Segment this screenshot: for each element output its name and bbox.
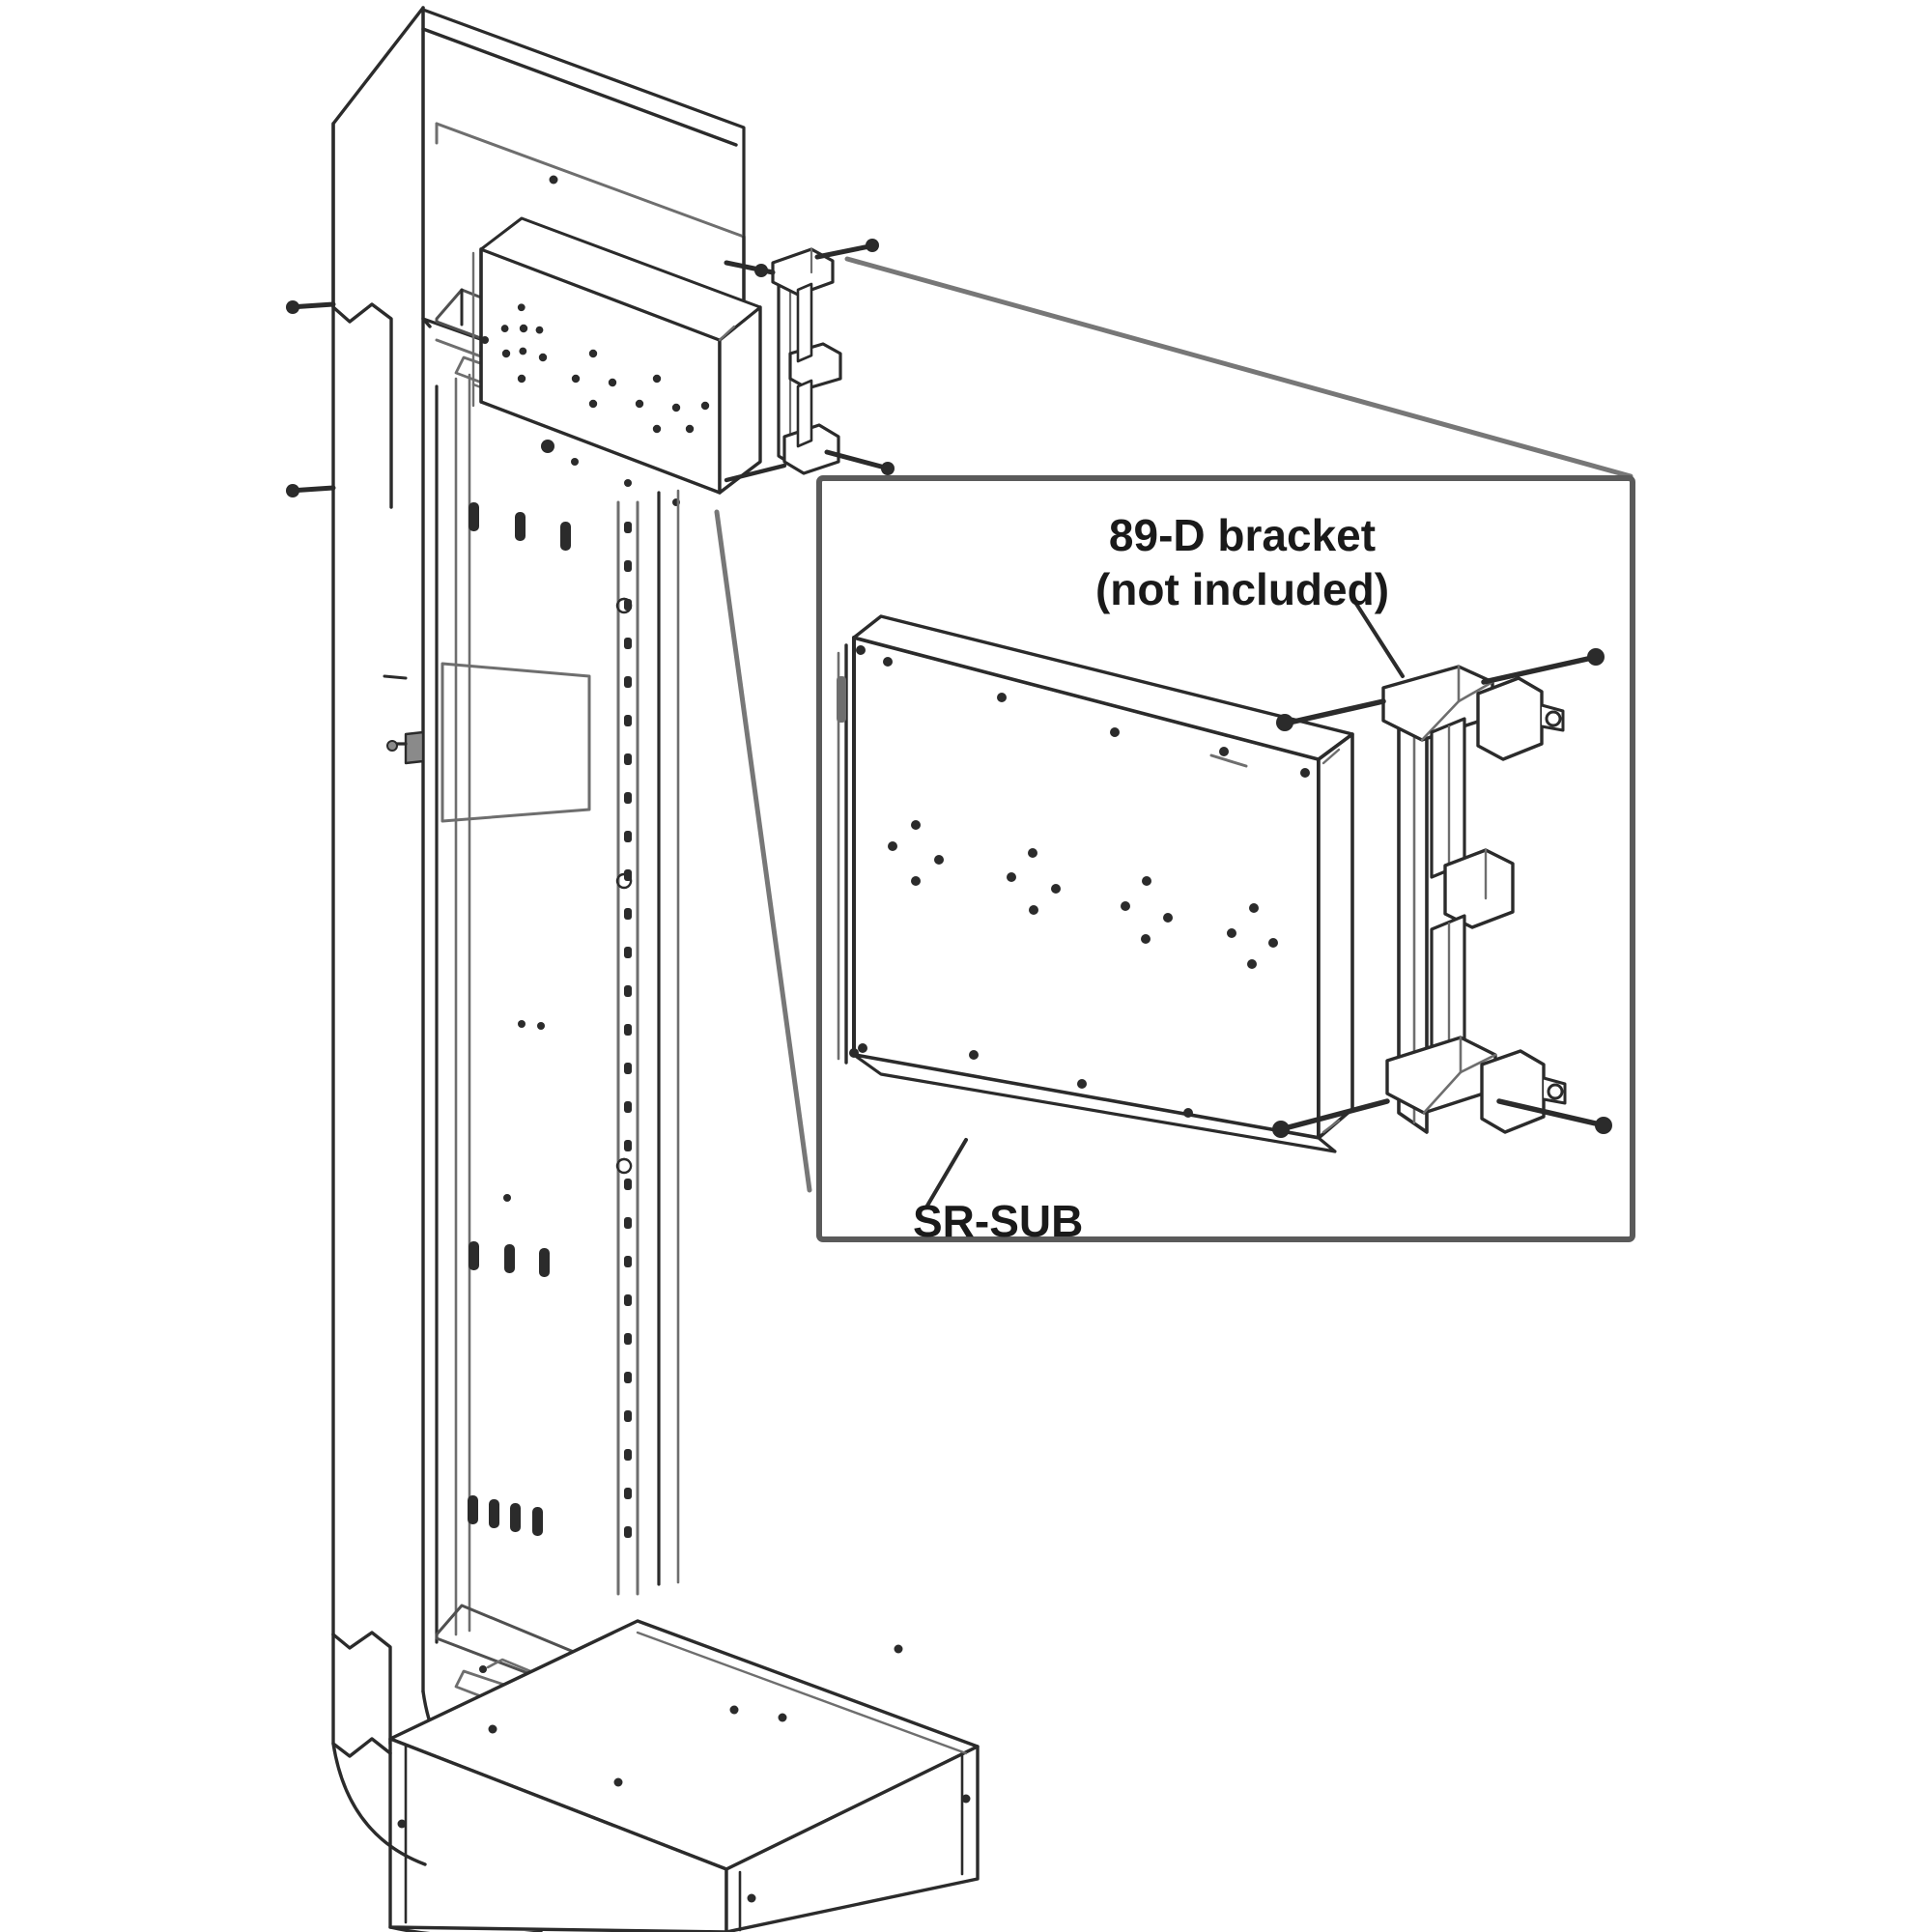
rack-side-panel [383, 373, 591, 1644]
bracket-label-line2: (not included) [1095, 564, 1389, 614]
89-d-bracket-main [724, 239, 895, 483]
leader-line-bracket [844, 256, 1634, 479]
detail-view-contents [837, 602, 1612, 1208]
89-d-bracket-detail [1272, 648, 1612, 1138]
panel-mounting-holes [883, 657, 1278, 1118]
rack-rail-punched [615, 489, 680, 1596]
panel-latch [386, 730, 425, 765]
subwoofer-label: SR-SUB [913, 1196, 1083, 1246]
bracket-callout-pointer [1354, 602, 1405, 678]
subwoofer-callout-pointer [925, 1138, 968, 1208]
main-rack-view [286, 6, 980, 1932]
leader-lines [714, 256, 1634, 1193]
leader-line-subwoofer [714, 509, 812, 1193]
wall-stub-marks [286, 300, 336, 497]
rail-hole-column [624, 522, 632, 1538]
bracket-label-line1: 89-D bracket [1109, 510, 1376, 560]
sr-sub-panel-main [471, 216, 762, 506]
sr-sub-panel-detail [837, 614, 1354, 1153]
riser-base-box [388, 1619, 980, 1932]
